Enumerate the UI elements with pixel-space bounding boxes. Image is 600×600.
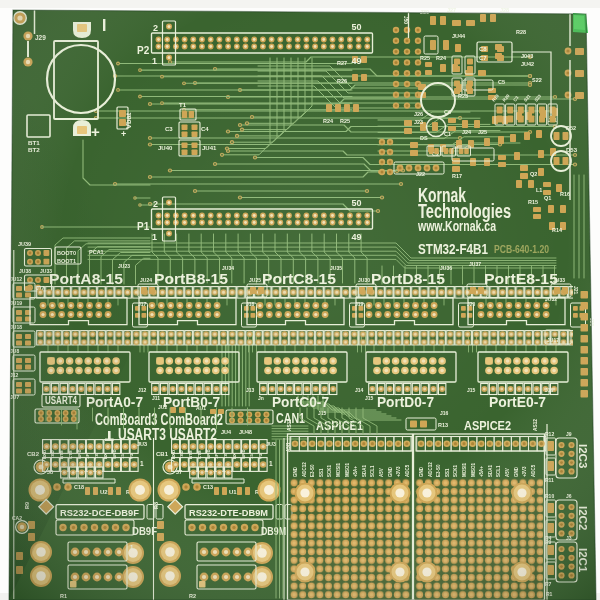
svg-text:J27: J27: [447, 7, 456, 13]
svg-text:J28: J28: [500, 7, 509, 13]
